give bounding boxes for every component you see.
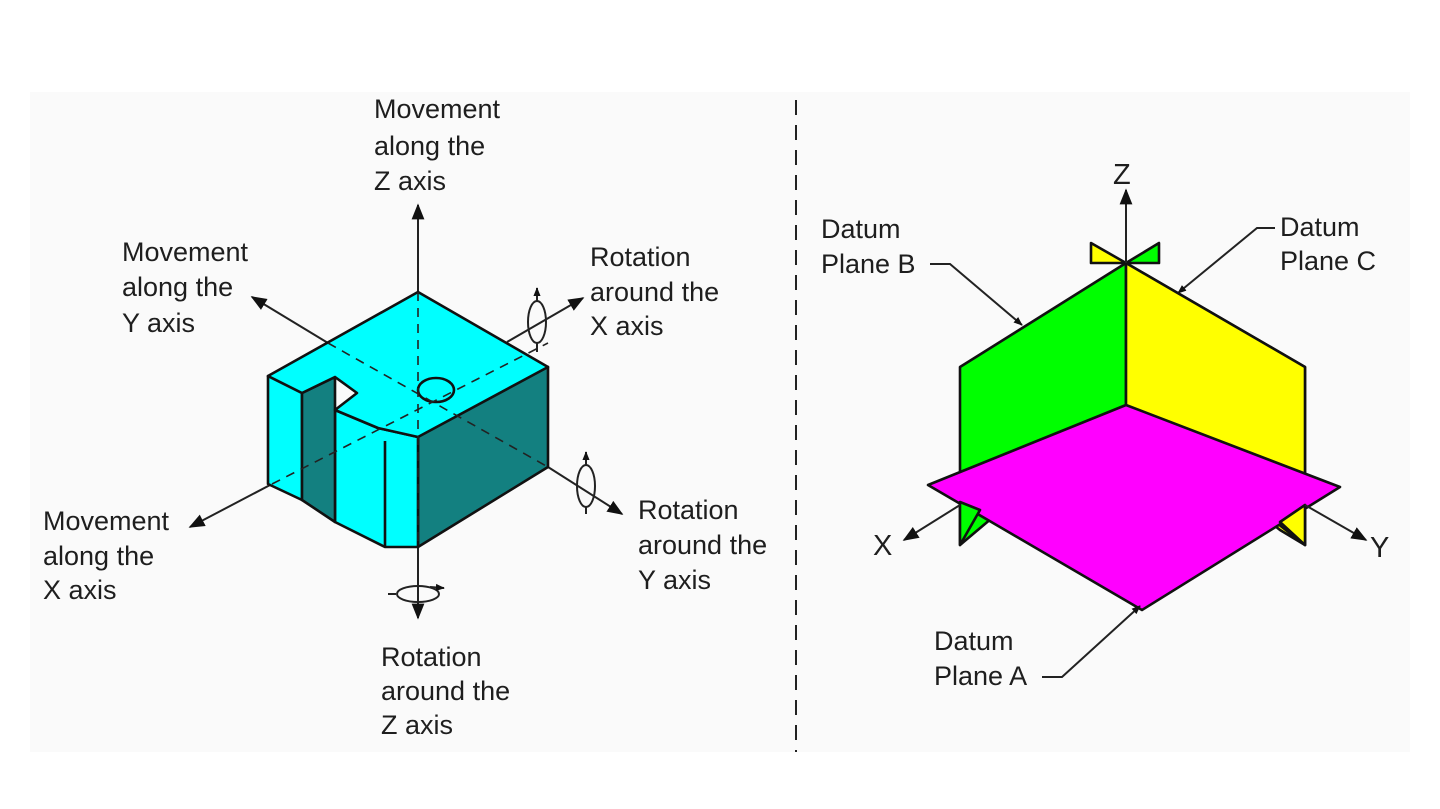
datum-plane-a — [926, 403, 1342, 612]
right-panel: Z X Y Datum Plane B Datum Plane C Datum … — [821, 159, 1389, 691]
label-rotation-y: Rotation around the Y axis — [638, 495, 775, 595]
label-datum-plane-b: Datum Plane B — [821, 214, 916, 279]
leader-plane c — [1177, 227, 1275, 294]
leader-plane-a — [1042, 605, 1141, 678]
block-top-face — [266, 290, 550, 439]
y-rotation-axis-arrow — [547, 466, 624, 515]
x-axis — [902, 504, 961, 541]
left-panel: Movement along the Z axis Movement along… — [43, 94, 775, 740]
label-movement-y: Movement along the Y axis — [122, 237, 256, 338]
label-rotation-x: Rotation around the X axis — [590, 242, 727, 341]
leader-plane-b — [930, 263, 1023, 326]
label-datum-plane-c: Datum Plane C — [1280, 212, 1376, 276]
label-movement-x: Movement along the X axis — [43, 506, 177, 605]
rotation-around-y-icon — [576, 451, 596, 514]
label-rotation-z: Rotation around the Z axis — [381, 642, 518, 740]
datum-plane-c-lower — [1278, 503, 1307, 547]
label-movement-z: Movement along the Z axis — [374, 94, 508, 196]
block-left-face — [266, 374, 304, 502]
x-axis-arrow — [188, 483, 273, 528]
slot-shadow-face — [300, 375, 337, 524]
y-axis — [1304, 504, 1368, 541]
block-hole — [416, 376, 456, 404]
rotation-around-z-icon — [388, 583, 445, 603]
axis-letter-x: X — [873, 530, 892, 562]
cyan-block — [266, 290, 550, 549]
rotation-around-x-icon — [527, 287, 547, 352]
y-axis-arrow — [250, 296, 329, 344]
axis-letter-z: Z — [1113, 159, 1131, 191]
datum-plane-b-lower — [958, 500, 982, 547]
axis-letter-y: Y — [1370, 532, 1389, 564]
label-datum-plane-a: Datum Plane A — [934, 626, 1027, 691]
